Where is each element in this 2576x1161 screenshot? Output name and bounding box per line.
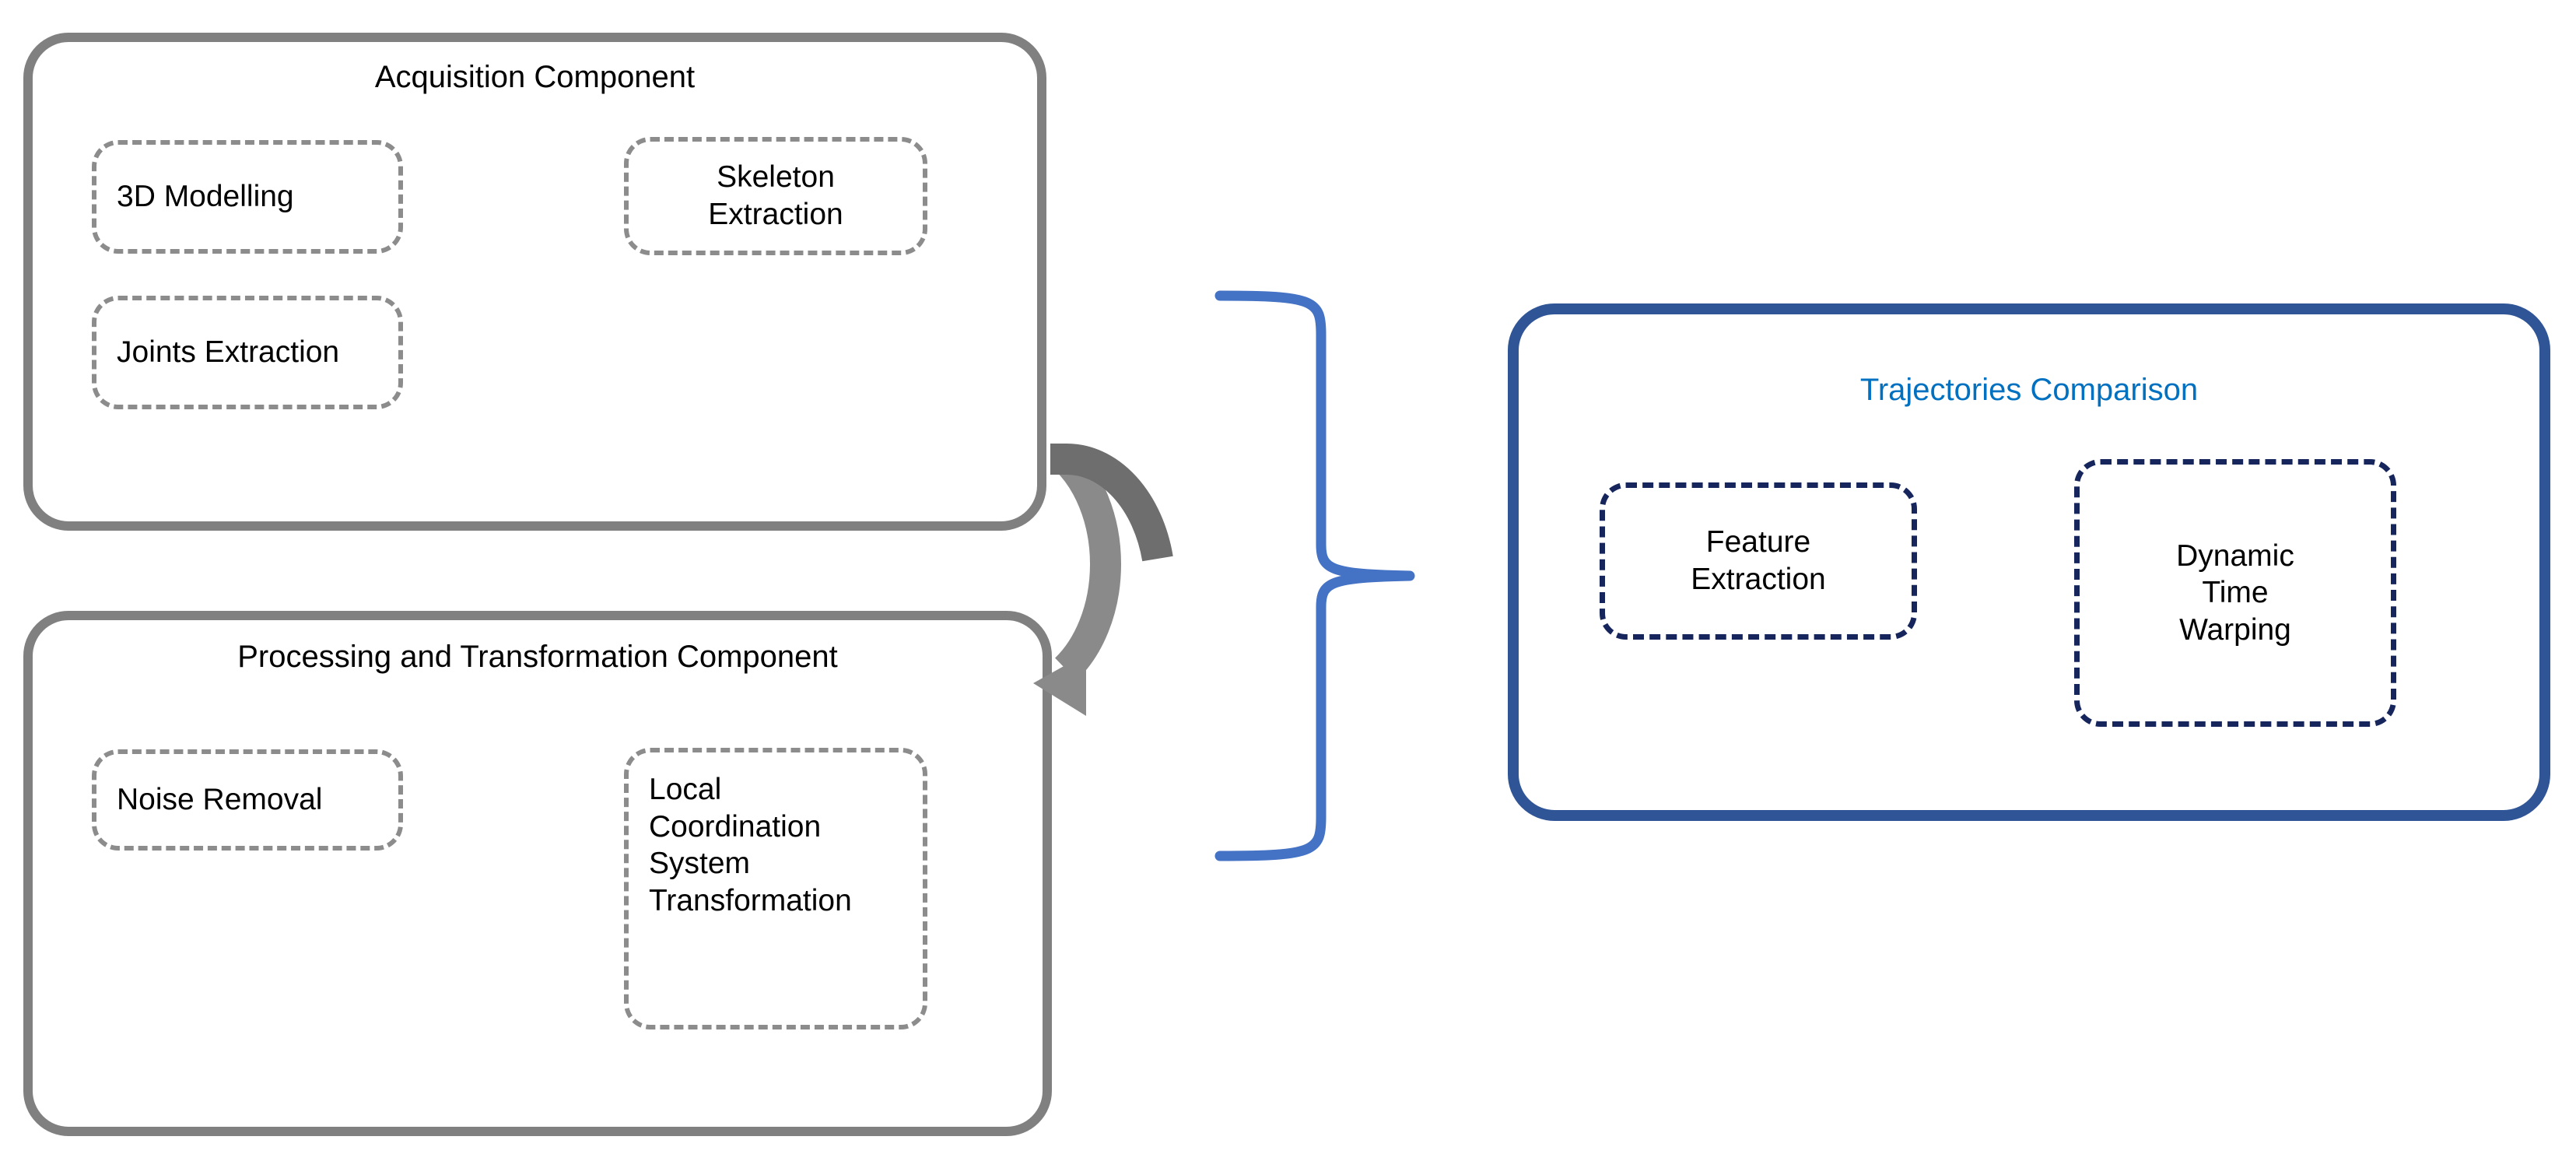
block-local-coordination[interactable]: Local Coordination System Transformation <box>624 748 927 1029</box>
block-dynamic-time-warping[interactable]: Dynamic Time Warping <box>2074 459 2396 727</box>
block-dynamic-time-warping-label: Dynamic Time Warping <box>2176 538 2294 647</box>
trajectories-comparison-title: Trajectories Comparison <box>1859 373 2199 407</box>
block-skeleton-extraction[interactable]: Skeleton Extraction <box>624 137 927 255</box>
block-feature-extraction-label: Feature Extraction <box>1691 525 1826 596</box>
block-noise-removal-label: Noise Removal <box>117 783 323 817</box>
block-joints-extraction[interactable]: Joints Extraction <box>92 296 403 409</box>
processing-component: Processing and Transformation Component … <box>23 611 1052 1136</box>
block-feature-extraction[interactable]: Feature Extraction <box>1600 482 1917 640</box>
block-skeleton-extraction-label: Skeleton Extraction <box>708 160 843 231</box>
block-3d-modelling-label: 3D Modelling <box>117 180 294 214</box>
block-3d-modelling[interactable]: 3D Modelling <box>92 140 403 254</box>
acquisition-component-title: Acquisition Component <box>374 60 696 94</box>
block-joints-extraction-label: Joints Extraction <box>117 335 340 370</box>
block-noise-removal[interactable]: Noise Removal <box>92 749 403 851</box>
curly-brace-icon <box>1214 290 1415 861</box>
acquisition-component: Acquisition Component 3D Modelling Skele… <box>23 33 1046 531</box>
processing-component-title: Processing and Transformation Component <box>237 640 838 674</box>
block-local-coordination-label: Local Coordination System Transformation <box>649 773 852 917</box>
trajectories-comparison-component: Trajectories Comparison Feature Extracti… <box>1508 303 2550 821</box>
